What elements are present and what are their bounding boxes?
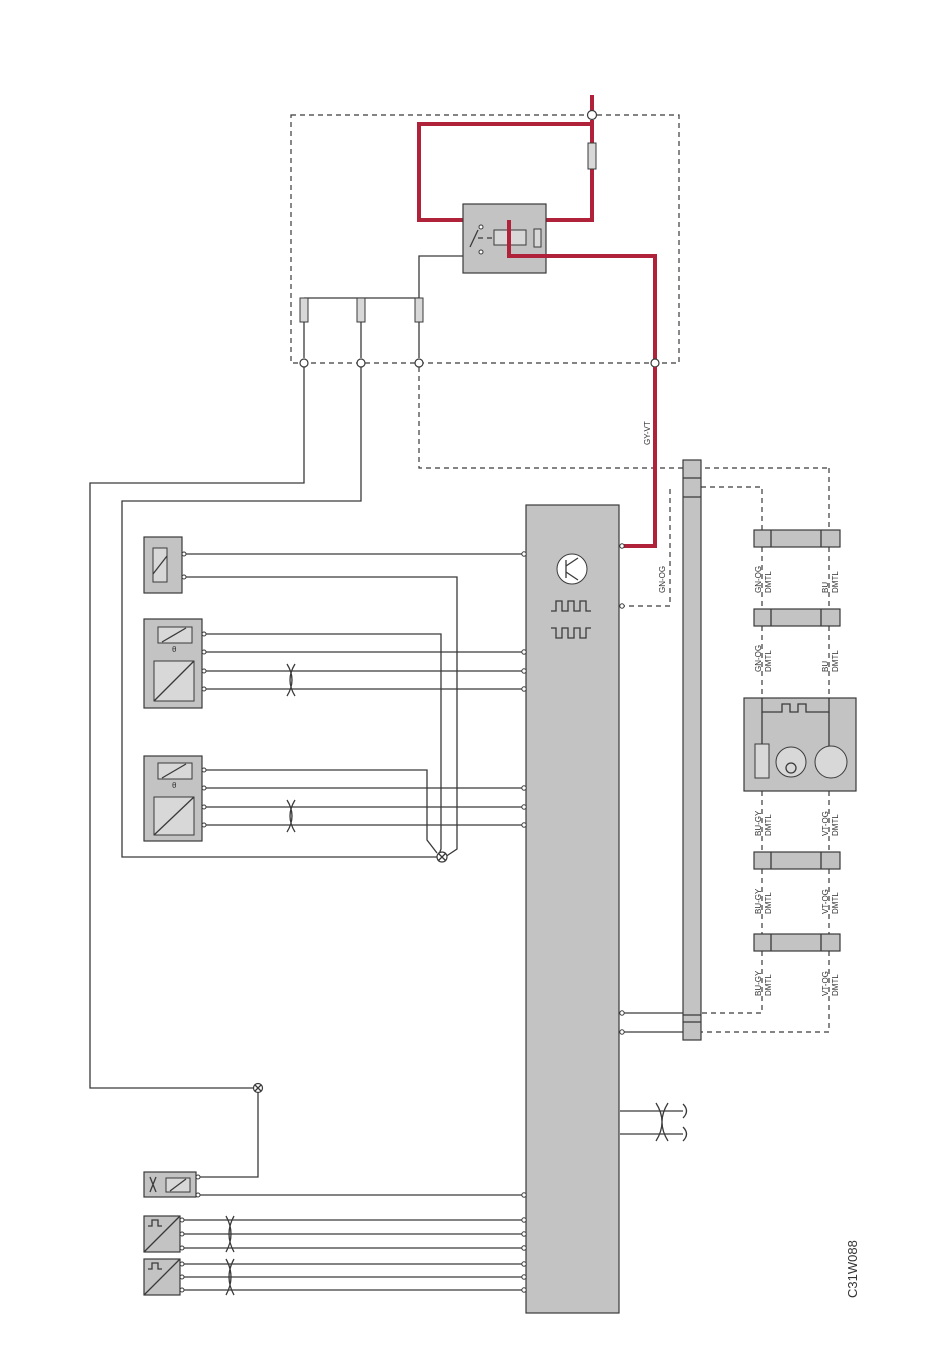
conn3-left-top: BU-GY — [754, 810, 763, 836]
conn5-left-top: BU-GY — [754, 970, 763, 996]
wire-label-gn-og: GN-OG — [658, 566, 667, 593]
conn1-right-top: BU — [821, 582, 830, 593]
conn2-right-top: BU — [821, 661, 830, 672]
connector-block-4 — [754, 934, 840, 951]
conn1-right-bottom: DMTL — [831, 571, 840, 593]
conn2-left-top: GN-OG — [754, 645, 763, 672]
conn5-right-top: VT-OG — [821, 971, 830, 996]
conn1-left-bottom: DMTL — [764, 571, 773, 593]
wire-label-gy-vt: GY-VT — [643, 421, 652, 445]
main-fuse — [588, 143, 596, 169]
connector-block-1 — [754, 530, 840, 547]
can-bus-twisted-icon — [656, 1103, 668, 1141]
conn3-left-bottom: DMTL — [764, 814, 773, 836]
engine-control-module — [526, 505, 619, 1313]
fuse-3 — [415, 298, 423, 322]
transistor-icon — [557, 554, 587, 584]
pump-valve-icon — [755, 744, 769, 778]
connector-block-2 — [754, 609, 840, 626]
conn3-right-top: VT-OG — [821, 811, 830, 836]
svg-text:θ: θ — [172, 645, 177, 654]
supply-node — [588, 111, 597, 120]
conn4-right-bottom: DMTL — [831, 892, 840, 914]
fuse-2 — [357, 298, 365, 322]
conn5-left-bottom: DMTL — [764, 974, 773, 996]
conn4-right-top: VT-OG — [821, 889, 830, 914]
twisted-pair-icon — [287, 664, 295, 696]
figure-code: C31W088 — [845, 1240, 860, 1298]
conn5-right-bottom: DMTL — [831, 974, 840, 996]
svg-text:θ: θ — [172, 781, 177, 790]
conn4-left-bottom: DMTL — [764, 892, 773, 914]
conn2-left-bottom: DMTL — [764, 650, 773, 672]
conn1-left-top: GN-OG — [754, 566, 763, 593]
conn4-left-top: BU-GY — [754, 888, 763, 914]
red-wire-right — [546, 120, 592, 220]
relay-resistor-icon — [534, 229, 541, 247]
conn3-right-bottom: DMTL — [831, 814, 840, 836]
motor-icon — [815, 746, 847, 778]
gy-vt-wire — [546, 256, 655, 363]
connector-block-3 — [754, 852, 840, 869]
connector-bar — [683, 460, 701, 1040]
twisted-pair-icon-2 — [287, 800, 295, 832]
conn2-right-bottom: DMTL — [831, 650, 840, 672]
fuse-1 — [300, 298, 308, 322]
